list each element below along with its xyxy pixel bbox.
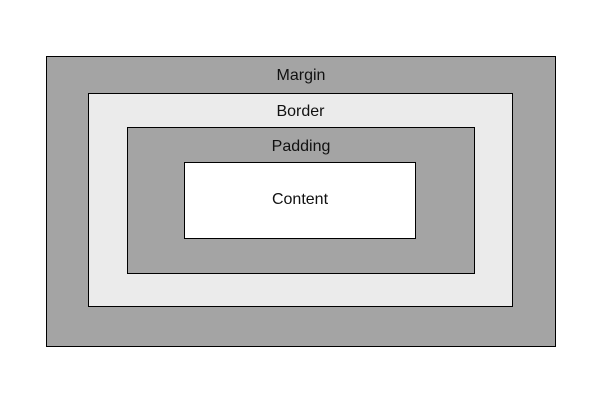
border-label: Border: [276, 103, 325, 120]
margin-label: Margin: [276, 67, 326, 84]
content-label: Content: [271, 191, 329, 208]
content-box: Content: [184, 162, 416, 239]
padding-label: Padding: [271, 138, 331, 155]
